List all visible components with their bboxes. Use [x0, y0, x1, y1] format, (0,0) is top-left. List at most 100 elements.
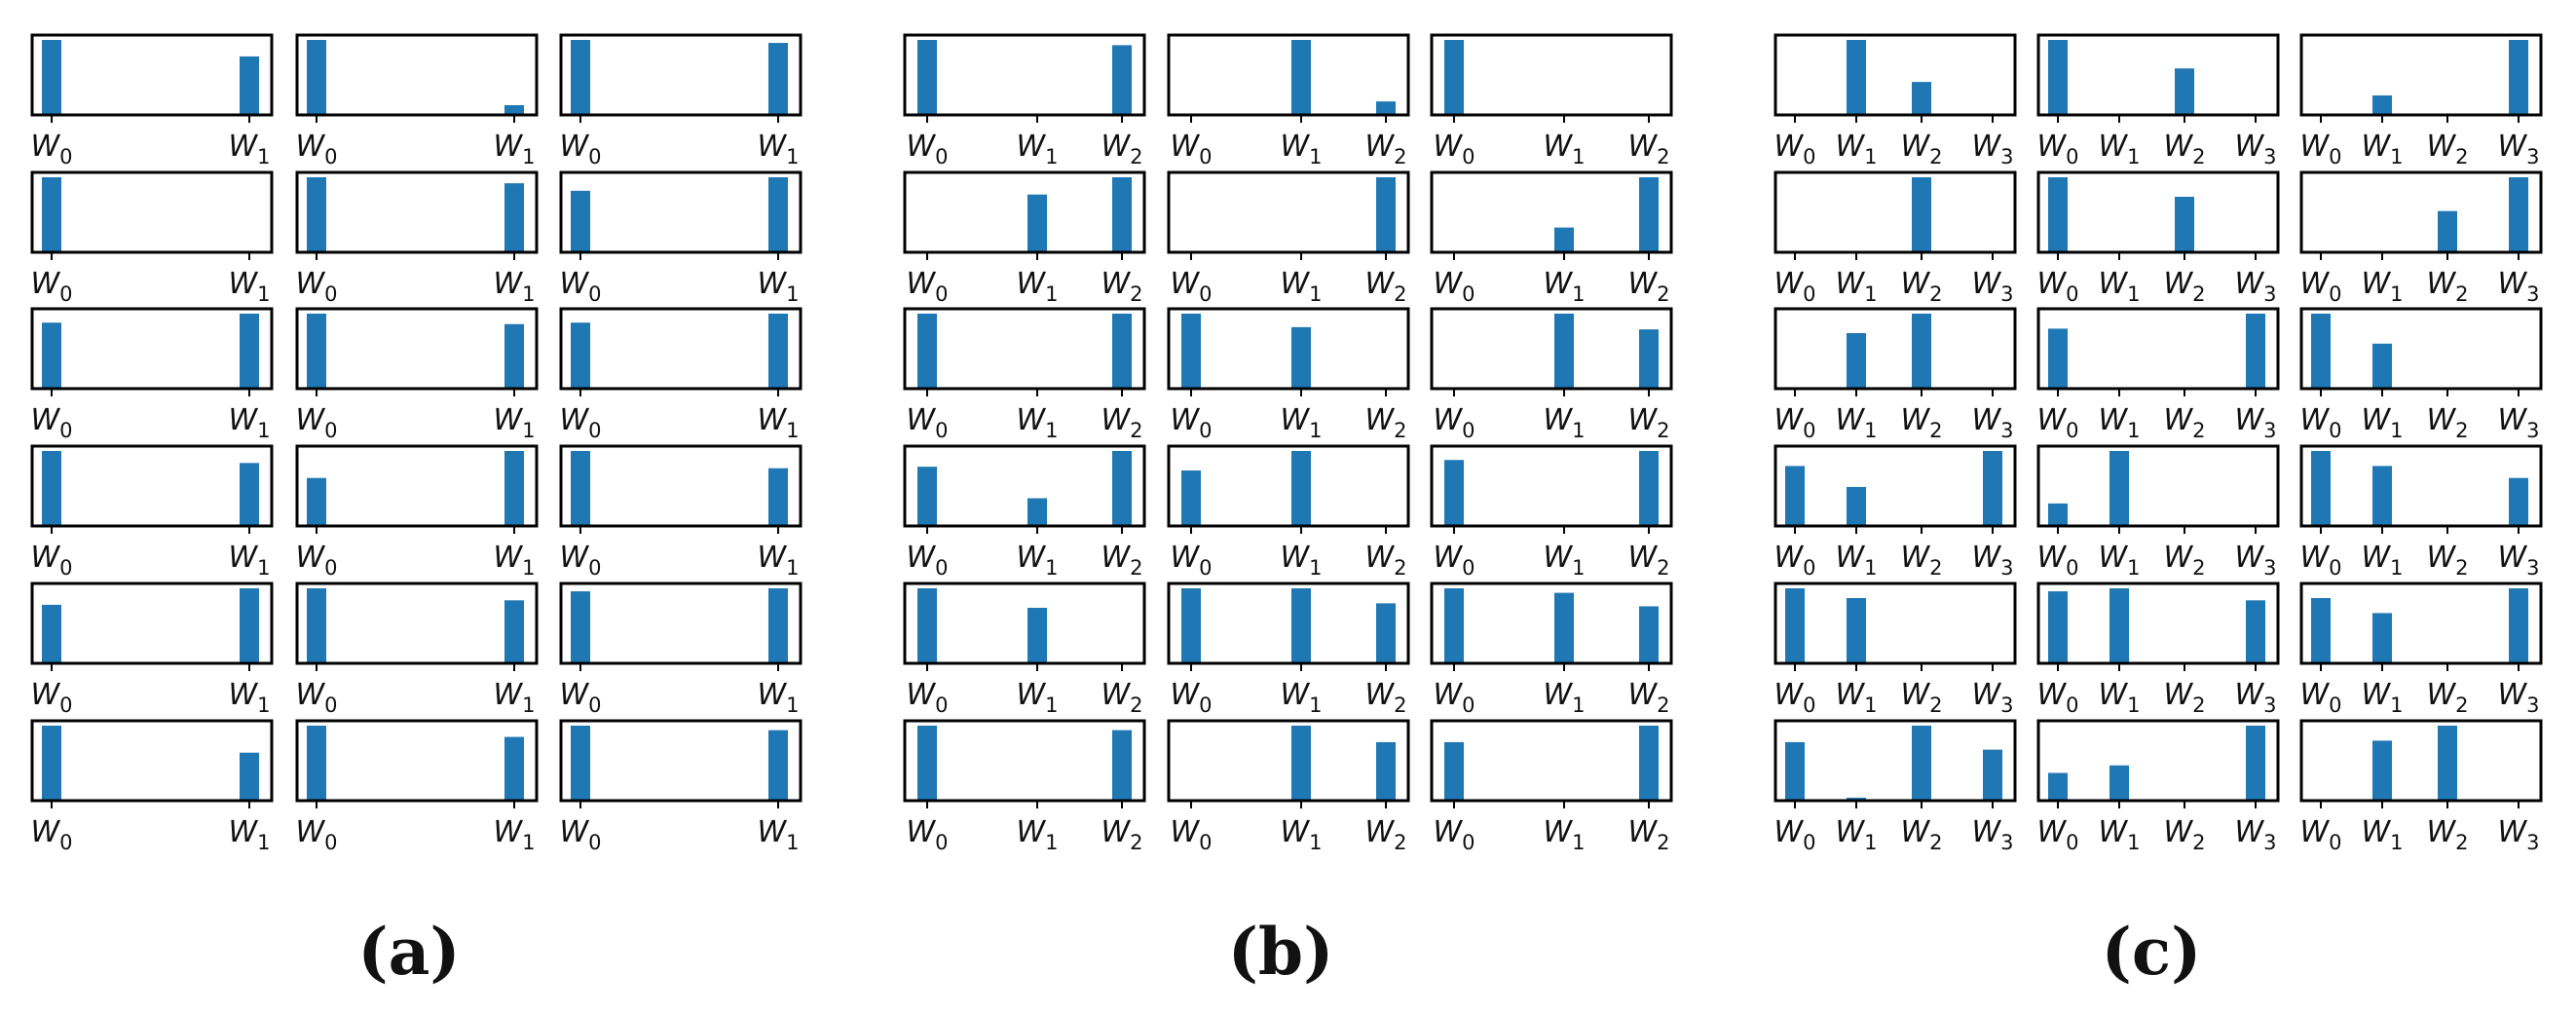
tick-label: W2 — [1101, 403, 1142, 442]
bar-w1 — [768, 177, 788, 252]
tick-label: W3 — [1971, 267, 2013, 306]
tick-label: W1 — [757, 815, 799, 854]
bar-w1 — [504, 600, 524, 663]
bar-w1 — [1291, 451, 1311, 526]
bar-w0 — [2048, 328, 2068, 389]
tick-label: W2 — [1364, 678, 1406, 717]
bar-w0 — [1444, 588, 1464, 663]
tick-label: W2 — [1101, 541, 1142, 580]
subplot-frame — [30, 307, 274, 391]
tick-label: W0 — [2036, 403, 2078, 442]
tick-label: W0 — [1773, 267, 1815, 306]
subplot-frame — [1167, 719, 1410, 803]
tick-label: W0 — [559, 815, 601, 854]
bar-w0 — [1444, 460, 1464, 526]
tick-label: W2 — [1101, 130, 1142, 169]
bar-w0 — [307, 177, 326, 252]
tick-label: W1 — [1016, 267, 1058, 306]
subplot-frame — [1167, 33, 1410, 117]
tick-label: W1 — [757, 267, 799, 306]
bar-w3 — [2246, 600, 2265, 663]
subplot-frame — [30, 719, 274, 803]
subplot-frame — [295, 719, 539, 803]
subplot-frame — [559, 33, 803, 117]
subplot-frame — [2036, 444, 2280, 528]
tick-label: W2 — [2163, 403, 2205, 442]
tick-label: W2 — [1627, 678, 1669, 717]
bar-w1 — [1027, 194, 1047, 252]
bar-w0 — [42, 451, 61, 526]
tick-label: W1 — [1543, 267, 1585, 306]
tick-label: W3 — [2497, 130, 2539, 169]
tick-label: W2 — [2163, 130, 2205, 169]
bar-w1 — [2372, 613, 2392, 663]
tick-label: W2 — [1627, 815, 1669, 854]
bar-w0 — [42, 322, 61, 389]
bar-w1 — [1847, 598, 1866, 663]
tick-label: W3 — [1971, 130, 2013, 169]
tick-label: W1 — [1280, 267, 1322, 306]
subplot-frame — [1773, 307, 2017, 391]
bar-w1 — [240, 752, 259, 801]
bar-w2 — [1376, 603, 1396, 663]
tick-label: W0 — [1433, 130, 1475, 169]
subplot-frame — [559, 307, 803, 391]
subplot-frame — [2036, 307, 2280, 391]
tick-label: W2 — [2163, 815, 2205, 854]
bar-w0 — [1785, 466, 1805, 526]
tick-label: W1 — [493, 403, 535, 442]
bar-w2 — [1639, 726, 1659, 801]
bar-w0 — [1181, 470, 1201, 526]
tick-label: W2 — [1900, 267, 1942, 306]
bar-w0 — [2048, 40, 2068, 115]
subplot-frame — [1773, 582, 2017, 665]
bar-w0 — [2311, 451, 2331, 526]
tick-label: W2 — [1101, 678, 1142, 717]
bar-w2 — [1112, 730, 1132, 801]
bar-w0 — [42, 726, 61, 801]
subplot-frame — [1430, 307, 1673, 391]
tick-label: W0 — [559, 678, 601, 717]
tick-label: W1 — [1543, 130, 1585, 169]
bar-w1 — [240, 463, 259, 526]
tick-label: W1 — [2361, 130, 2403, 169]
bar-w1 — [768, 468, 788, 526]
bar-w1 — [2109, 451, 2129, 526]
tick-label: W1 — [1835, 815, 1877, 854]
bar-w1 — [1291, 726, 1311, 801]
tick-label: W0 — [906, 541, 948, 580]
subplot-frame — [1167, 582, 1410, 665]
tick-label: W1 — [228, 267, 270, 306]
tick-label: W2 — [1101, 267, 1142, 306]
tick-label: W1 — [2361, 815, 2403, 854]
bar-w1 — [1291, 40, 1311, 115]
bar-w1 — [1554, 592, 1574, 663]
tick-label: W2 — [1101, 815, 1142, 854]
subplot-frame — [2299, 170, 2543, 254]
tick-label: W1 — [1016, 403, 1058, 442]
tick-label: W3 — [2234, 815, 2276, 854]
tick-label: W2 — [1364, 815, 1406, 854]
tick-label: W0 — [295, 130, 337, 169]
tick-label: W3 — [2497, 815, 2539, 854]
tick-label: W2 — [1364, 267, 1406, 306]
tick-label: W0 — [2299, 678, 2341, 717]
bar-w1 — [504, 323, 524, 389]
bar-w2 — [1376, 101, 1396, 115]
